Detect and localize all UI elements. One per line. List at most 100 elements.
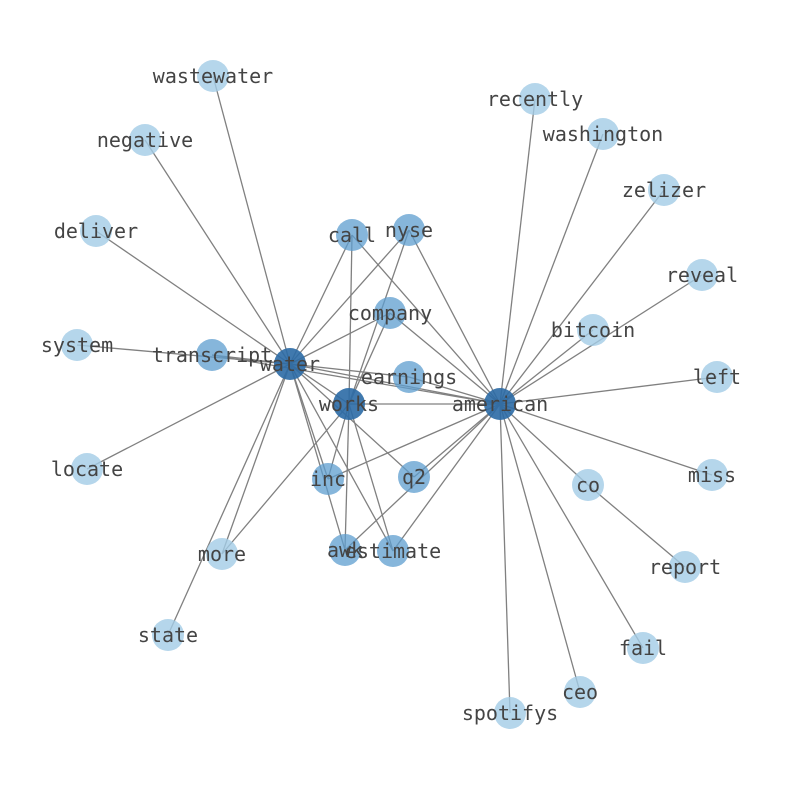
edge-works-call: [348, 234, 353, 405]
node-american: [484, 388, 516, 420]
edge-water-wastewater: [212, 75, 291, 365]
edge-water-state: [167, 363, 291, 636]
edge-american-inc: [327, 403, 501, 480]
edge-works-company: [348, 312, 391, 405]
node-label-washington: washington: [543, 122, 663, 146]
node-label-more: more: [198, 542, 246, 566]
node-system: [61, 329, 93, 361]
node-label-awk: awk: [327, 538, 363, 562]
edge-water-q2: [289, 363, 415, 478]
node-label-estimate: estimate: [345, 539, 441, 563]
node-transcript: [196, 339, 228, 371]
node-label-left: left: [693, 365, 741, 389]
edge-american-company: [389, 312, 501, 405]
node-label-fail: fail: [619, 636, 667, 660]
node-fail: [627, 632, 659, 664]
node-left: [701, 361, 733, 393]
node-miss: [696, 459, 728, 491]
node-washington: [587, 118, 619, 150]
edge-water-company: [289, 312, 391, 365]
node-label-report: report: [649, 555, 721, 579]
edge-american-fail: [499, 403, 644, 649]
node-negative: [129, 124, 161, 156]
node-q2: [398, 461, 430, 493]
node-spotifys: [494, 697, 526, 729]
edge-american-bitcoin: [499, 329, 594, 405]
node-label-water: water: [260, 352, 320, 376]
node-label-nyse: nyse: [385, 218, 433, 242]
edge-american-recently: [499, 98, 536, 405]
node-label-negative: negative: [97, 128, 193, 152]
node-label-bitcoin: bitcoin: [551, 318, 635, 342]
edge-water-negative: [144, 139, 291, 365]
node-label-call: call: [328, 223, 376, 247]
edge-water-awk: [289, 363, 346, 551]
edge-american-miss: [499, 403, 713, 476]
edge-american-q2: [413, 403, 501, 478]
node-recently: [519, 83, 551, 115]
node-label-state: state: [138, 623, 198, 647]
edge-works-more: [221, 403, 350, 555]
node-co: [572, 469, 604, 501]
node-zelizer: [648, 174, 680, 206]
node-label-ceo: ceo: [562, 680, 598, 704]
edge-american-call: [351, 234, 501, 405]
node-deliver: [80, 215, 112, 247]
node-more: [206, 538, 238, 570]
node-label-q2: q2: [402, 465, 426, 489]
node-label-locate: locate: [51, 457, 123, 481]
edge-co-report: [587, 484, 686, 568]
node-company: [374, 297, 406, 329]
edge-water-estimate: [289, 363, 394, 552]
node-label-works: works: [319, 392, 379, 416]
node-estimate: [377, 535, 409, 567]
edge-american-washington: [499, 133, 604, 405]
edge-water-locate: [86, 363, 291, 470]
node-label-american: american: [452, 392, 548, 416]
node-nyse: [393, 214, 425, 246]
edge-american-spotifys: [499, 403, 511, 714]
node-locate: [71, 453, 103, 485]
node-reveal: [686, 259, 718, 291]
node-label-miss: miss: [688, 463, 736, 487]
node-ceo: [564, 676, 596, 708]
edge-american-ceo: [499, 403, 581, 693]
node-call: [336, 219, 368, 251]
edge-water-deliver: [95, 230, 291, 365]
node-works: [333, 388, 365, 420]
node-label-spotifys: spotifys: [462, 701, 558, 725]
node-label-zelizer: zelizer: [622, 178, 706, 202]
node-report: [669, 551, 701, 583]
node-inc: [312, 463, 344, 495]
node-state: [152, 619, 184, 651]
edge-american-transcript: [211, 354, 501, 405]
edge-water-system: [76, 344, 291, 365]
label-layer: water american works call nyse company earning…: [41, 64, 741, 725]
node-label-earnings: earnings: [361, 365, 457, 389]
node-awk: [329, 534, 361, 566]
node-label-co: co: [576, 473, 600, 497]
edge-american-left: [499, 376, 718, 405]
node-bitcoin: [577, 314, 609, 346]
edge-works-awk: [344, 403, 350, 551]
node-label-transcript: transcript: [152, 343, 272, 367]
node-label-deliver: deliver: [54, 219, 138, 243]
node-wastewater: [197, 60, 229, 92]
node-layer: [61, 60, 733, 729]
node-label-recently: recently: [487, 87, 583, 111]
node-earnings: [393, 361, 425, 393]
node-label-company: company: [348, 301, 432, 325]
edge-water-more: [221, 363, 291, 555]
edge-american-co: [499, 403, 589, 486]
node-label-inc: inc: [310, 467, 346, 491]
edge-american-nyse: [408, 229, 501, 405]
node-label-reveal: reveal: [666, 263, 738, 287]
node-water: [274, 348, 306, 380]
edge-layer: [76, 75, 718, 714]
edge-american-zelizer: [499, 189, 665, 405]
node-label-system: system: [41, 333, 113, 357]
edge-water-call: [289, 234, 353, 365]
edge-american-estimate: [392, 403, 501, 552]
node-label-wastewater: wastewater: [153, 64, 273, 88]
